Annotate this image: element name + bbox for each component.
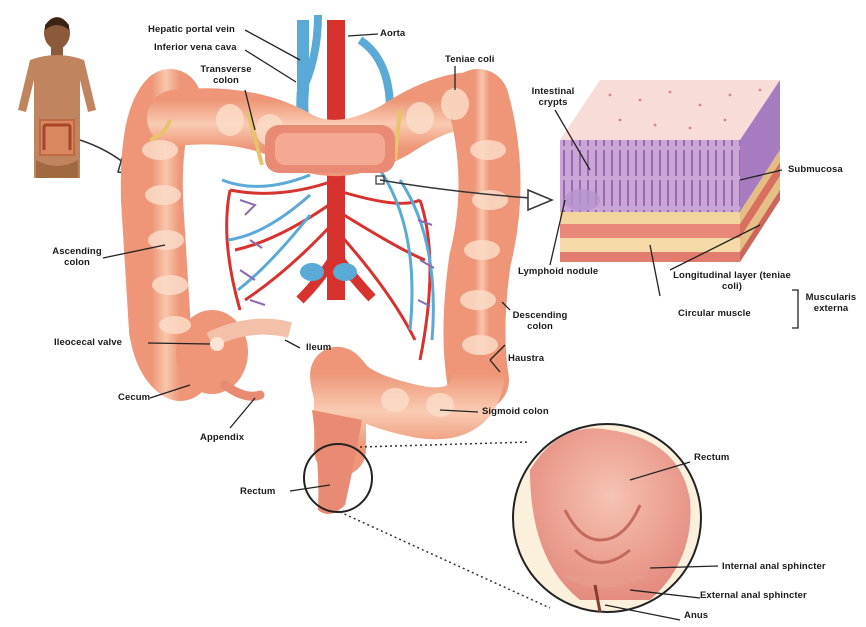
- label-transverse-colon: Transverse colon: [196, 64, 256, 86]
- label-sigmoid-colon: Sigmoid colon: [482, 406, 549, 417]
- label-ascending-colon: Ascending colon: [42, 246, 112, 268]
- label-appendix: Appendix: [200, 432, 244, 443]
- colon: [142, 88, 508, 514]
- label-inferior-vena-cava: Inferior vena cava: [154, 42, 237, 53]
- label-submucosa: Submucosa: [788, 164, 843, 175]
- label-longitudinal-layer: Longitudinal layer (teniae coli): [668, 270, 796, 292]
- tissue-section: [560, 80, 780, 262]
- label-hepatic-portal-vein: Hepatic portal vein: [148, 24, 235, 35]
- label-descending-colon: Descending colon: [500, 310, 580, 332]
- label-muscularis-externa: Muscularis externa: [800, 292, 862, 314]
- human-figure: [18, 10, 118, 178]
- rectum-detail: [513, 424, 701, 612]
- label-rectum-detail: Rectum: [694, 452, 729, 463]
- label-lymphoid-nodule: Lymphoid nodule: [518, 266, 598, 277]
- label-ileum: Ileum: [306, 342, 331, 353]
- label-haustra: Haustra: [508, 353, 544, 364]
- label-aorta: Aorta: [380, 28, 405, 39]
- label-teniae-coli: Teniae coli: [445, 54, 495, 65]
- label-external-anal-sphincter: External anal sphincter: [700, 590, 807, 601]
- label-anus: Anus: [684, 610, 708, 621]
- label-rectum: Rectum: [240, 486, 275, 497]
- label-circular-muscle: Circular muscle: [678, 308, 751, 319]
- section-pointer-head: [528, 190, 552, 210]
- label-internal-anal-sphincter: Internal anal sphincter: [722, 561, 826, 572]
- label-intestinal-crypts: Intestinal crypts: [522, 86, 584, 108]
- label-ileocecal-valve: Ileocecal valve: [54, 337, 122, 348]
- label-cecum: Cecum: [118, 392, 150, 403]
